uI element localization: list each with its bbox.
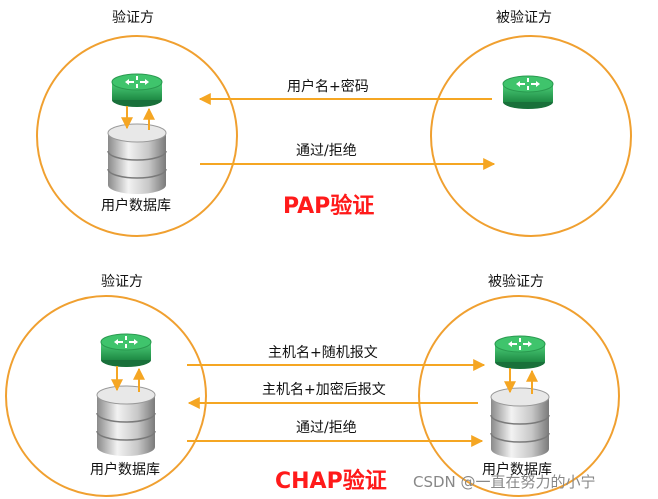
- pap-result-label: 通过/拒绝: [296, 143, 357, 159]
- chap-peer-circle: [418, 295, 620, 497]
- pap-authenticator-title: 验证方: [112, 10, 154, 26]
- chap-authenticator-title: 验证方: [101, 274, 143, 290]
- pap-peer-title: 被验证方: [496, 10, 552, 26]
- chap-caption: CHAP验证: [275, 469, 387, 494]
- pap-caption: PAP验证: [283, 194, 375, 219]
- pap-peer-router-icon: [502, 75, 554, 110]
- chap-peer-router-icon: [494, 335, 546, 370]
- chap-section: [5, 295, 620, 497]
- watermark: CSDN @一直在努力的小宁: [413, 473, 596, 491]
- pap-authenticator-database-icon: [107, 123, 167, 195]
- chap-authenticator-router-icon: [100, 333, 152, 368]
- chap-peer-title: 被验证方: [488, 274, 544, 290]
- pap-database-label: 用户数据库: [101, 198, 171, 214]
- chap-response-label: 主机名+加密后报文: [262, 382, 386, 398]
- pap-authenticator-circle: [36, 35, 238, 237]
- chap-authenticator-database-icon: [96, 385, 156, 457]
- pap-peer-circle: [430, 35, 632, 237]
- chap-left-database-label: 用户数据库: [90, 462, 160, 478]
- chap-peer-database-icon: [490, 387, 550, 459]
- pap-section: [36, 35, 632, 237]
- chap-challenge-label: 主机名+随机报文: [268, 345, 378, 361]
- chap-result-label: 通过/拒绝: [296, 420, 357, 436]
- chap-authenticator-circle: [5, 295, 207, 497]
- chap-right-database-label: 用户数据库: [482, 462, 552, 478]
- pap-authenticator-router-icon: [111, 73, 163, 108]
- pap-credentials-label: 用户名+密码: [287, 79, 369, 95]
